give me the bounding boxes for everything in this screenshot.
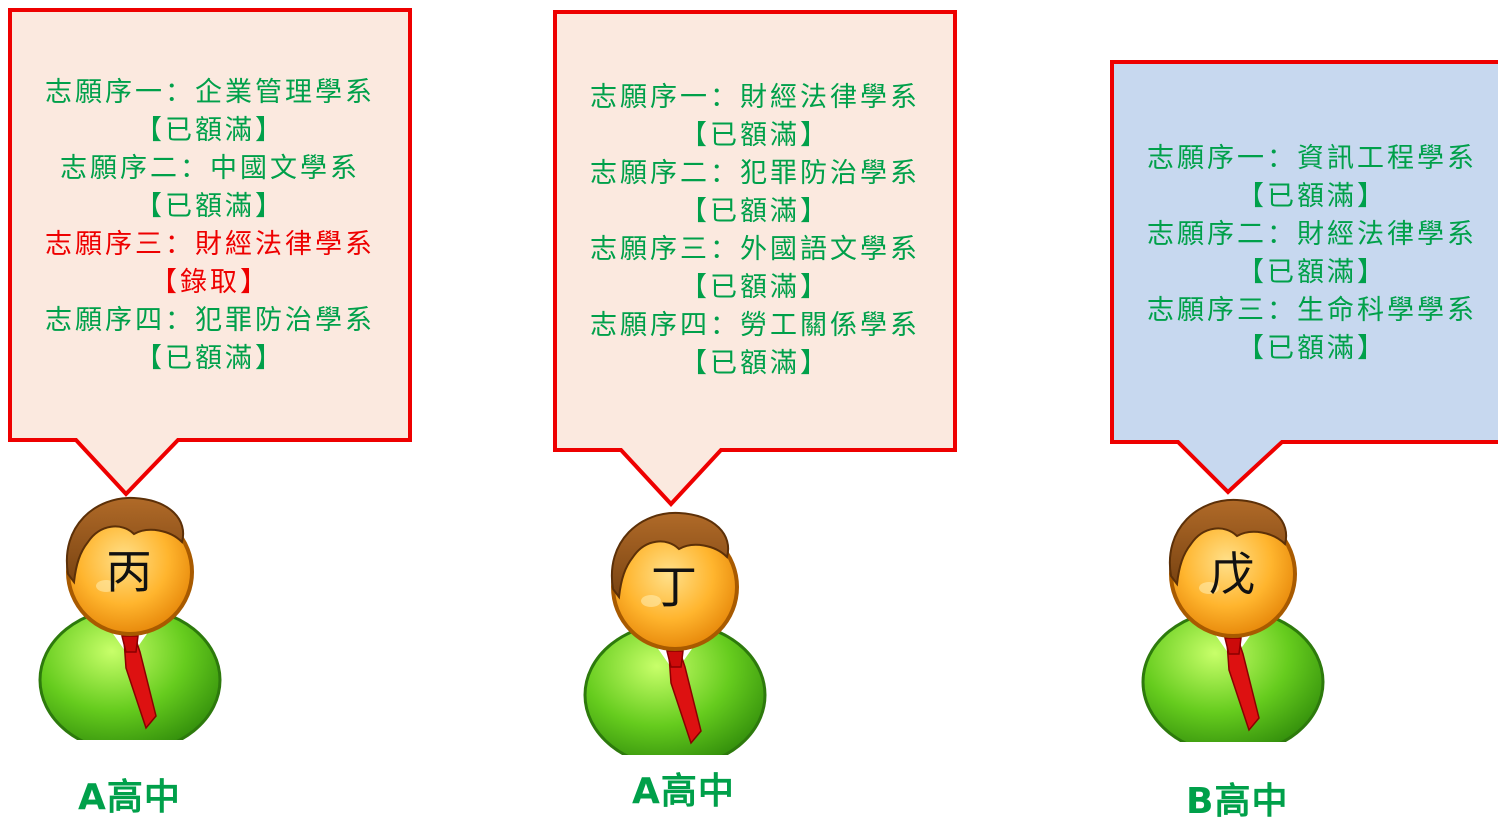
choice-status: 【已額滿】	[135, 115, 285, 146]
choice-line: 志願序二：犯罪防治學系	[590, 158, 920, 189]
choice-line: 志願序四：勞工關係學系	[590, 310, 920, 341]
callout-text-1: 志願序一：企業管理學系 【已額滿】 志願序二：中國文學系 【已額滿】 志願序三：…	[10, 74, 410, 378]
callout-bubble-2	[553, 10, 957, 507]
choice-status: 【已額滿】	[1237, 181, 1387, 212]
choice-line: 志願序二：中國文學系	[60, 153, 360, 184]
school-label: B高中	[1186, 781, 1289, 822]
choice-status: 【已額滿】	[135, 343, 285, 374]
choice-line: 志願序一：企業管理學系	[45, 77, 375, 108]
choice-line: 志願序四：犯罪防治學系	[45, 305, 375, 336]
choice-line: 志願序三：生命科學學系	[1147, 295, 1477, 326]
student-name: 丁	[651, 560, 697, 614]
school-label: A高中	[78, 777, 181, 818]
choice-line: 志願序二：財經法律學系	[1147, 219, 1477, 250]
callout-bubble-1	[8, 8, 412, 497]
choice-status: 【已額滿】	[680, 196, 830, 227]
school-label: A高中	[632, 771, 735, 812]
choice-line: 志願序三：外國語文學系	[590, 234, 920, 265]
choice-line-admitted: 志願序三：財經法律學系	[45, 229, 375, 260]
person-icon: 戊	[1133, 492, 1333, 742]
student-name: 丙	[106, 545, 152, 599]
choice-status: 【已額滿】	[680, 348, 830, 379]
callout-bubble-3	[1110, 60, 1498, 495]
choice-status: 【已額滿】	[1237, 333, 1387, 364]
choice-status: 【已額滿】	[135, 191, 285, 222]
person-icon: 丁	[575, 505, 775, 755]
choice-status: 【已額滿】	[680, 272, 830, 303]
choice-status: 【已額滿】	[680, 120, 830, 151]
choice-status: 【已額滿】	[1237, 257, 1387, 288]
callout-text-2: 志願序一：財經法律學系 【已額滿】 志願序二：犯罪防治學系 【已額滿】 志願序三…	[555, 79, 955, 383]
choice-status-admitted: 【錄取】	[150, 267, 270, 298]
callout-text-3: 志願序一：資訊工程學系 【已額滿】 志願序二：財經法律學系 【已額滿】 志願序三…	[1112, 140, 1498, 368]
choice-line: 志願序一：財經法律學系	[590, 82, 920, 113]
choice-line: 志願序一：資訊工程學系	[1147, 143, 1477, 174]
person-icon: 丙	[30, 490, 230, 740]
student-name: 戊	[1209, 547, 1255, 601]
